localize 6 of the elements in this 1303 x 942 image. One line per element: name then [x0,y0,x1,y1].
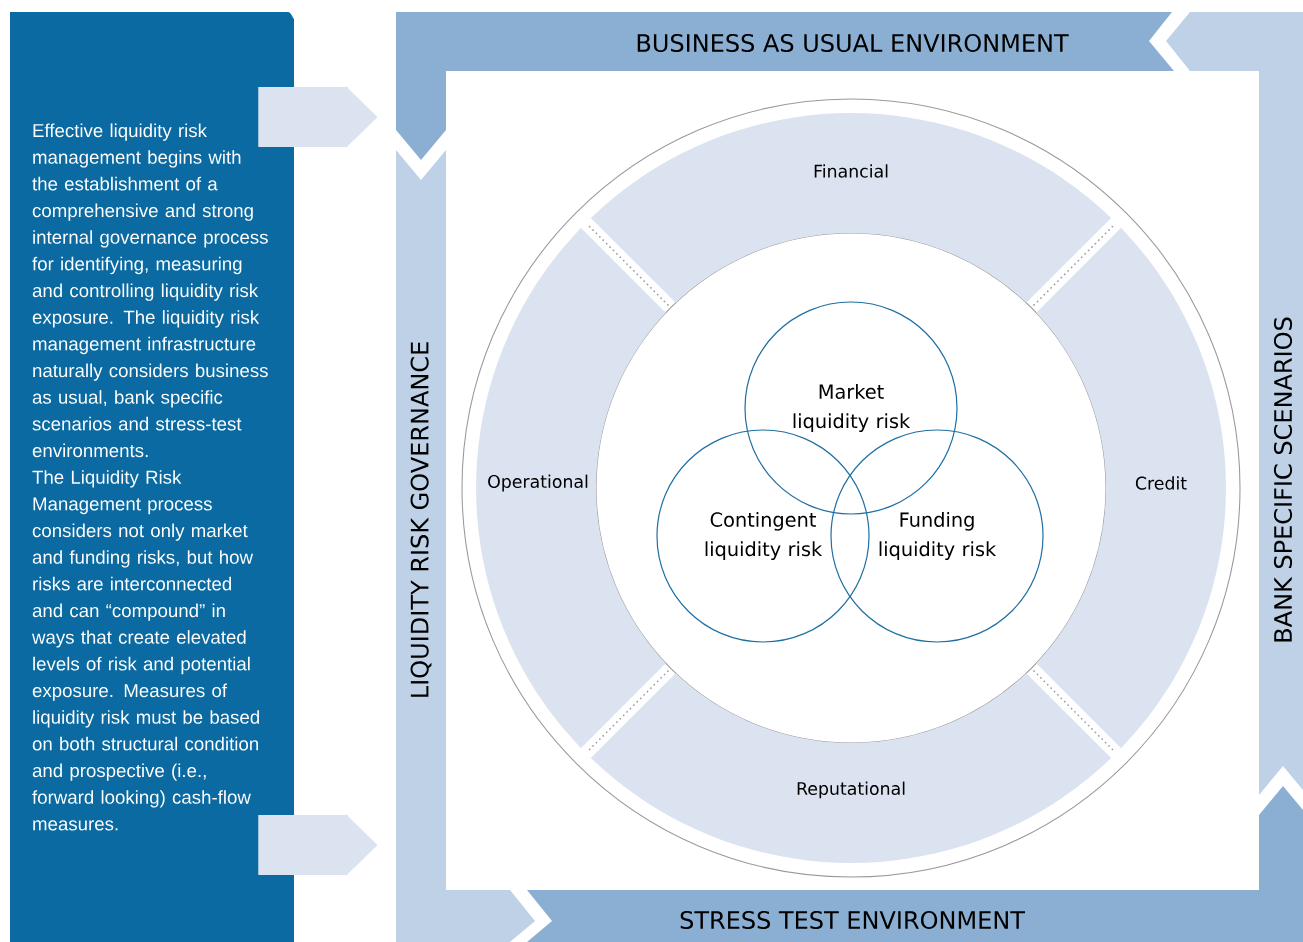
ring-segment: Reputational [590,673,1112,863]
ring-segment: Financial [590,113,1112,303]
ring-segment: Credit [1036,227,1226,749]
text-panel: Effective liquidity risk management begins with the establishment of a comprehensive and strong internal governance process for identifying, measuring and controlling liquidity risk exposure. The liquidity risk management infrastructure naturally considers business as usual, bank specific scenarios and stress-test environments. The Liquidity Risk Management process considers not only market and funding risks, but how risks are interconnected and can “compound” in ways that create elevated levels of risk and potential exposure. Measures of liquidity risk must be based on both structural condition and prospective (i.e., forward looking) cash-flow measures. [10,12,294,942]
environment-band: BUSINESS AS USUAL ENVIRONMENT [396,12,1174,160]
ring-segment: Operational [476,227,666,749]
